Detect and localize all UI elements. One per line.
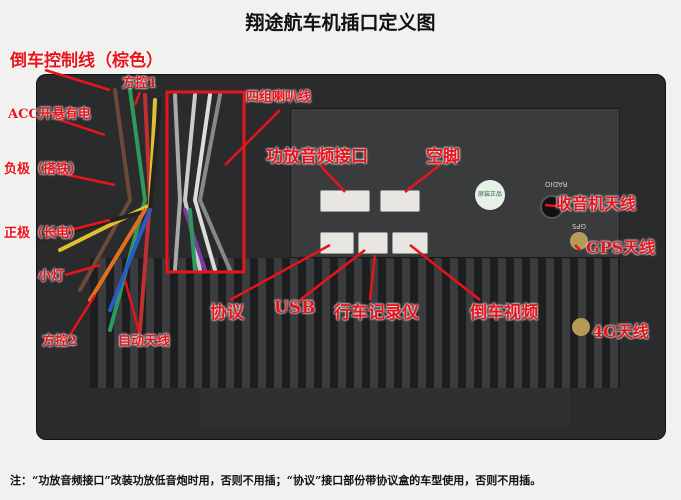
4g-antenna-socket <box>572 318 590 336</box>
wire-green2 <box>188 208 197 272</box>
speaker-wires-box <box>165 90 246 274</box>
footnote: 注：“功放音频接口”改装功放低音炮时用，否则不用插；“协议”接口部份带协议盒的车… <box>10 474 542 487</box>
label-reverse-control: 倒车控制线（棕色） <box>10 51 163 71</box>
label-radio-antenna: 收音机天线 <box>556 194 637 213</box>
label-amp-audio: 功放音频接口 <box>266 147 368 167</box>
empty-pin-connector <box>380 190 420 212</box>
label-protocol: 协议 <box>210 303 244 323</box>
heatsink-vents <box>90 258 620 388</box>
wire-orange <box>88 208 147 302</box>
label-ground: 负极（搭铁） <box>4 162 83 177</box>
wire-gray1 <box>173 93 183 272</box>
label-empty-pin: 空脚 <box>426 147 460 167</box>
label-dashcam: 行车记录仪 <box>334 303 419 323</box>
wire-purple <box>183 208 207 272</box>
label-steer2: 方控2 <box>42 334 78 349</box>
label-reverse-video: 倒车视频 <box>470 303 538 323</box>
label-steer1: 方控1 <box>122 76 158 91</box>
page-title: 翔途航车机插口定义图 <box>245 12 436 34</box>
label-speakers: 四组喇叭线 <box>246 90 312 105</box>
label-small-light: 小灯 <box>38 269 65 284</box>
label-acc: ACC开悬有电 <box>8 107 91 122</box>
wire-brown <box>78 88 133 292</box>
label-4g-antenna: 4G天线 <box>592 322 649 341</box>
label-gps-antenna: GPS天线 <box>586 238 656 257</box>
wire-gray3 <box>197 93 232 272</box>
bottom-strip <box>200 388 570 428</box>
protocol-connector <box>320 232 354 254</box>
usb-connector <box>358 232 388 254</box>
label-positive: 正极（长电） <box>4 226 83 241</box>
label-auto-antenna: 自动天线 <box>118 334 171 349</box>
label-usb: USB <box>274 298 316 318</box>
sticker: 原装正品 <box>475 180 505 210</box>
wire-white <box>192 93 217 272</box>
wire-green <box>108 88 148 332</box>
wire-blue <box>108 208 152 312</box>
dashcam-connector <box>392 232 428 254</box>
